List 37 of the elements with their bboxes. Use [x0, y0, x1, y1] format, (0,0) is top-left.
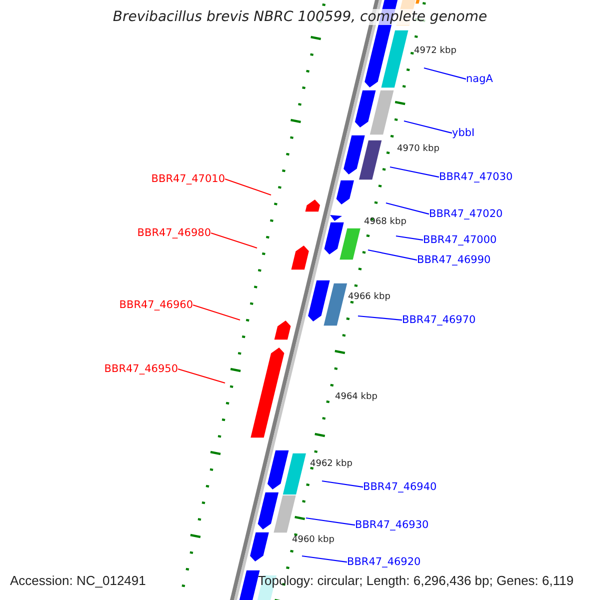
gene-label: BBR47_47030: [439, 171, 513, 184]
leader-line: [306, 517, 356, 526]
scale-label: 4966 kbp: [348, 292, 390, 302]
leader-line: [386, 202, 430, 215]
gene-label: BBR47_47000: [423, 234, 497, 246]
gene-label: BBR47_46930: [355, 519, 429, 532]
leader-line: [322, 480, 364, 488]
leader-line: [368, 249, 418, 261]
scale-label: 4970 kbp: [397, 144, 440, 154]
leader-line: [302, 555, 348, 563]
scale-label: 4964 kbp: [335, 392, 378, 402]
accession-text: Accession: NC_012491: [10, 574, 146, 589]
gene-label: BBR47_47020: [429, 208, 503, 220]
leader-line: [358, 315, 402, 321]
leader-line: [224, 178, 272, 196]
leader-line: [178, 368, 226, 384]
scale-label: 4962 kbp: [310, 459, 352, 470]
scale-label: 4972 kbp: [414, 46, 456, 56]
gene-label: BBR47_46990: [417, 254, 491, 266]
leader-line: [390, 166, 440, 178]
gene-label: BBR47_46980: [137, 227, 211, 240]
gene-label: BBR47_46970: [402, 314, 476, 326]
gene-label: nagA: [466, 73, 493, 86]
leader-line: [210, 232, 258, 249]
scale-label: 4968 kbp: [364, 217, 406, 228]
gene-label: ybbI: [452, 127, 475, 140]
gene-label: BBR47_46960: [119, 299, 193, 312]
leader-line: [404, 120, 452, 134]
scale-label: 4960 kbp: [292, 535, 334, 546]
leader-line: [396, 235, 424, 241]
gene-label: BBR47_47010: [151, 173, 225, 186]
gene-label: BBR47_46940: [363, 481, 437, 494]
gene-label: BBR47_46920: [347, 556, 421, 568]
genome-info-text: Topology: circular; Length: 6,296,436 bp; Genes: 6,119: [258, 574, 574, 589]
leader-line: [192, 304, 240, 321]
gene-label: BBR47_46950: [104, 363, 178, 376]
leader-line: [424, 67, 466, 80]
